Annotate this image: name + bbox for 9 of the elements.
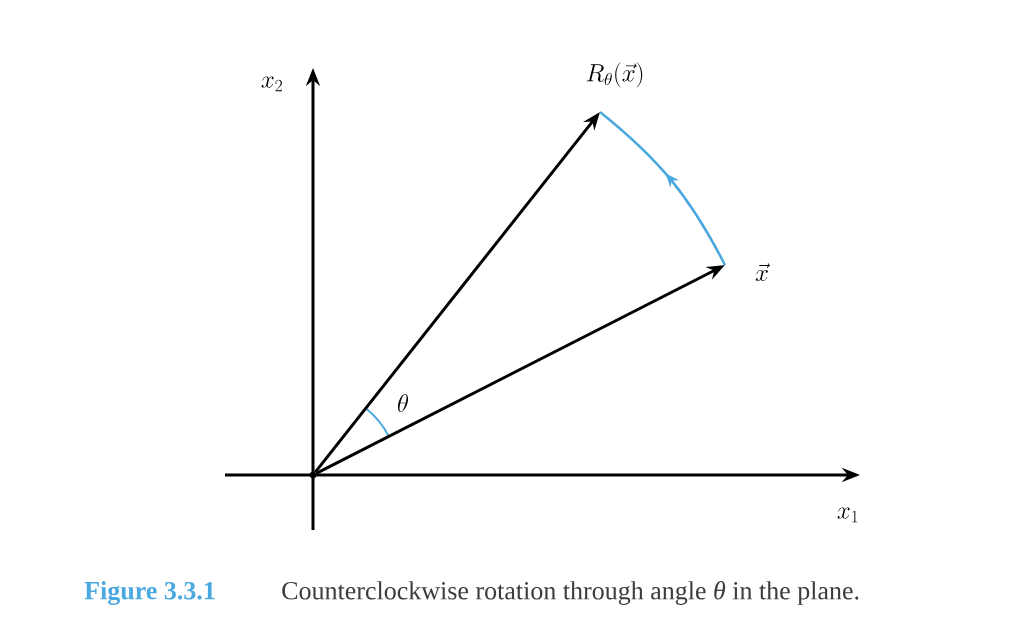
origin-point (309, 471, 317, 479)
vector-label: $\vec{x}$ (755, 263, 770, 282)
vector-label: $R_\theta(\vec{x})$ (586, 62, 643, 88)
angle-label: $\theta$ (398, 394, 408, 412)
axis-label: $x_2$ (261, 76, 282, 92)
caption: Counterclockwise rotation through angle θ in the plane. (282, 581, 859, 605)
axis-label: $x_1$ (837, 507, 858, 523)
rotation-arc (599, 111, 727, 266)
figure-number: Figure 3.3.1 (84, 581, 215, 605)
